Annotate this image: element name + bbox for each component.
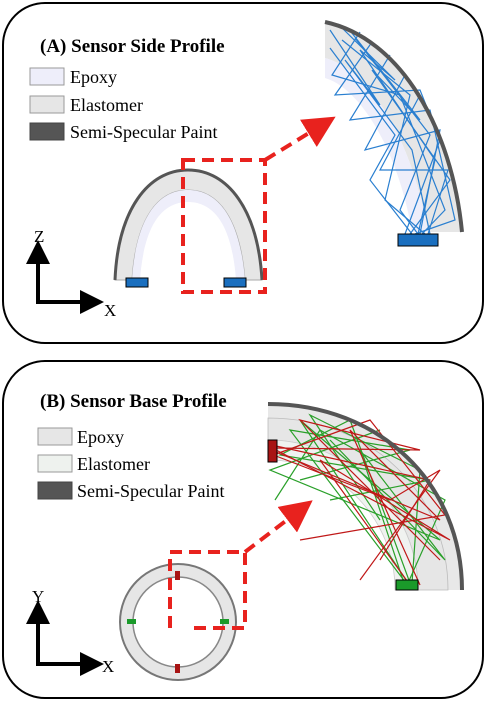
- sensor-bottom: [175, 664, 180, 673]
- panel-b: (B) Sensor Base Profile Epoxy Elastomer …: [2, 360, 484, 699]
- ray: [268, 419, 441, 584]
- camera-left: [125, 277, 149, 288]
- ray: [329, 47, 413, 235]
- ray: [329, 29, 431, 235]
- ray: [274, 429, 446, 584]
- axis-label-x: X: [104, 301, 116, 320]
- panel-a-title: (A) Sensor Side Profile: [40, 36, 225, 57]
- legend-swatch-epoxy: [37, 427, 73, 446]
- epoxy-layer: [132, 190, 245, 280]
- axes-b: Y X: [26, 587, 114, 676]
- legend-swatch-paint: [29, 122, 65, 141]
- legend-swatch-epoxy: [29, 67, 65, 86]
- ray: [275, 418, 441, 561]
- zoomed-sensor-red: [267, 439, 278, 463]
- panel-b-legend: Epoxy Elastomer Semi-Specular Paint: [37, 427, 224, 501]
- legend-label-elastomer: Elastomer: [70, 95, 143, 115]
- ring-sensor-base: [119, 563, 237, 681]
- axes-a: Z X: [26, 227, 116, 320]
- camera-right: [223, 277, 247, 288]
- zoomed-side-profile: [324, 20, 464, 247]
- legend-label-epoxy: Epoxy: [77, 427, 124, 447]
- arch-sensor-side: [113, 168, 264, 288]
- ray: [379, 94, 449, 235]
- panel-a: (A) Sensor Side Profile Epoxy Elastomer …: [2, 2, 484, 344]
- zoom-highlight-box: [181, 158, 267, 294]
- zoom-arrow: [243, 500, 313, 554]
- legend-label-epoxy: Epoxy: [70, 67, 117, 87]
- legend-swatch-elastomer: [29, 95, 65, 114]
- sensor-top: [175, 571, 180, 580]
- legend-label-paint: Semi-Specular Paint: [70, 122, 217, 142]
- legend-swatch-elastomer: [37, 454, 73, 473]
- paint-layer: [113, 168, 264, 281]
- zoomed-sensor-green: [395, 579, 419, 591]
- panel-a-legend: Epoxy Elastomer Semi-Specular Paint: [29, 67, 217, 142]
- blue-light-rays: [329, 23, 456, 235]
- sensor-right: [220, 619, 229, 624]
- axis-label-x: X: [102, 657, 114, 676]
- legend-label-elastomer: Elastomer: [77, 454, 150, 474]
- legend-swatch-paint: [37, 481, 73, 500]
- sensor-left: [127, 619, 136, 624]
- ray: [308, 413, 421, 584]
- zoomed-epoxy: [325, 58, 428, 232]
- zoomed-base-profile: [267, 402, 464, 591]
- zoomed-paint: [324, 20, 464, 233]
- zoomed-paint: [267, 402, 464, 591]
- ray: [331, 31, 446, 235]
- ray: [354, 37, 431, 235]
- ray: [288, 429, 411, 584]
- ray: [347, 27, 451, 235]
- ray: [363, 74, 441, 235]
- ray: [333, 41, 441, 235]
- axis-label-z: Z: [34, 227, 44, 246]
- zoom-arrow: [263, 116, 336, 162]
- zoomed-camera: [397, 233, 439, 247]
- ray: [275, 449, 451, 586]
- ring-inner: [132, 576, 224, 668]
- axis-label-y: Y: [32, 587, 44, 606]
- ray: [348, 54, 456, 235]
- red-light-rays: [275, 418, 451, 586]
- ray: [275, 429, 441, 586]
- panel-b-title: (B) Sensor Base Profile: [40, 391, 227, 412]
- legend-label-paint: Semi-Specular Paint: [77, 481, 224, 501]
- ray: [275, 419, 447, 541]
- zoomed-outer-elastomer: [268, 404, 462, 590]
- ray: [275, 445, 431, 561]
